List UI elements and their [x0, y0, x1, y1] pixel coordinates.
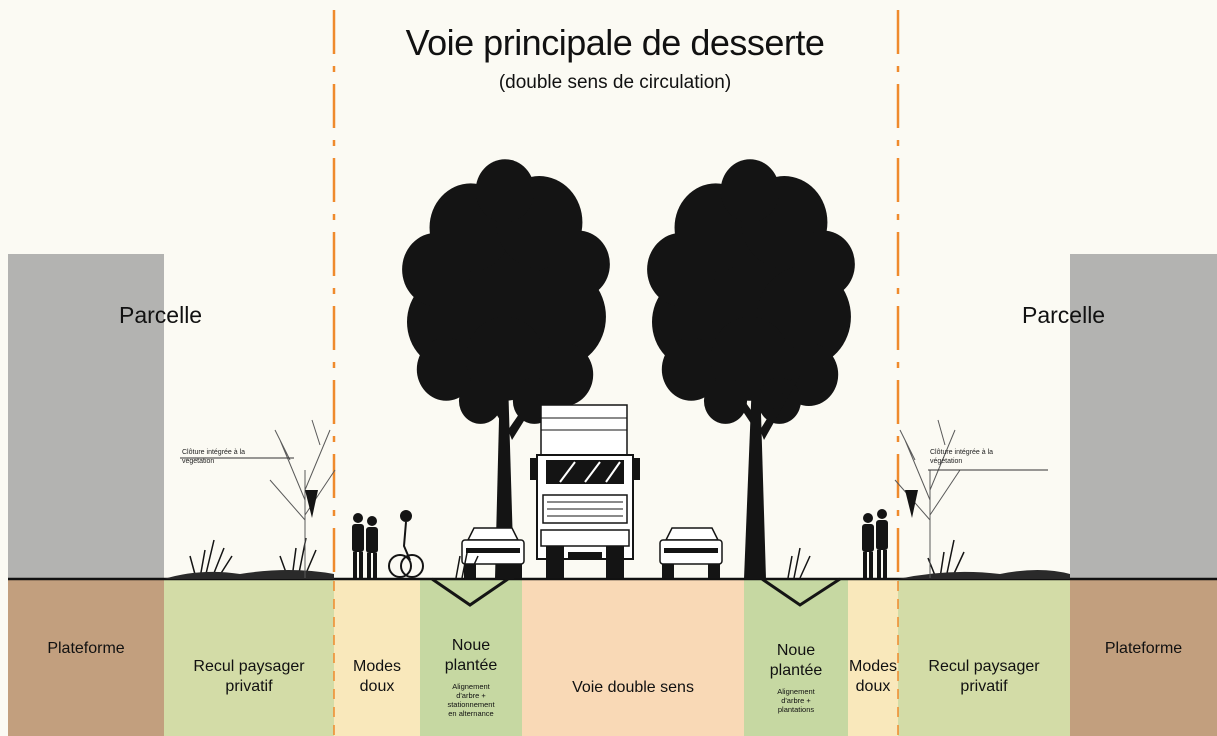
- band-modes-left: Modes doux: [334, 580, 420, 736]
- hedge-right: [898, 570, 1070, 579]
- car-icon: [659, 527, 723, 578]
- band-voie-label: Voie double sens: [572, 679, 694, 696]
- building-left: [8, 254, 164, 579]
- band-noue-right: Noue plantée Alignement d'arbre + planta…: [744, 580, 848, 736]
- hedge-left: [164, 570, 334, 579]
- band-modes-left-label: Modes doux: [352, 658, 402, 695]
- band-modes-right-label: Modes doux: [848, 658, 898, 695]
- band-noue-left-label: Noue plantée: [444, 637, 498, 674]
- flag-marker-left: [305, 490, 318, 518]
- band-plateforme-left-label: Plateforme: [47, 640, 125, 657]
- fence-note-right: Clôture intégrée à la végétation: [930, 449, 994, 465]
- parcel-label-right: Parcelle: [1022, 302, 1106, 328]
- band-noue-left-sub: Alignement d'arbre + stationnement en al…: [447, 682, 495, 718]
- pedestrian-icon: [862, 509, 888, 578]
- building-right: [1070, 254, 1217, 579]
- band-voie: Voie double sens: [522, 580, 744, 736]
- noue-ditch-left: [431, 577, 509, 607]
- band-recul-left-label: Recul paysager privatif: [193, 658, 305, 695]
- noue-ditch-right: [761, 577, 841, 607]
- band-plateforme-right-label: Plateforme: [1104, 640, 1183, 657]
- band-plateforme-left: Plateforme: [8, 580, 164, 736]
- shrub-icon: [189, 537, 965, 579]
- tree-icon: [647, 159, 855, 579]
- band-recul-right: Recul paysager privatif: [898, 580, 1070, 736]
- parcel-label-left: Parcelle: [119, 302, 203, 328]
- diagram-title: Voie principale de desserte: [405, 22, 825, 63]
- band-modes-right: Modes doux: [848, 580, 898, 736]
- truck-icon: [530, 404, 640, 578]
- band-plateforme-right: Plateforme: [1070, 580, 1217, 736]
- band-noue-right-label: Noue plantée: [769, 641, 823, 679]
- band-noue-right-sub: Alignement d'arbre + plantations: [777, 686, 815, 714]
- flag-marker-right: [905, 490, 918, 518]
- fence-note-left: Clôture intégrée à la végétation: [182, 449, 246, 465]
- band-recul-left: Recul paysager privatif: [164, 580, 334, 736]
- cyclist-icon: [388, 510, 424, 578]
- diagram-subtitle: (double sens de circulation): [498, 72, 732, 93]
- band-recul-right-label: Recul paysager privatif: [928, 658, 1040, 695]
- pedestrian-icon: [352, 513, 378, 578]
